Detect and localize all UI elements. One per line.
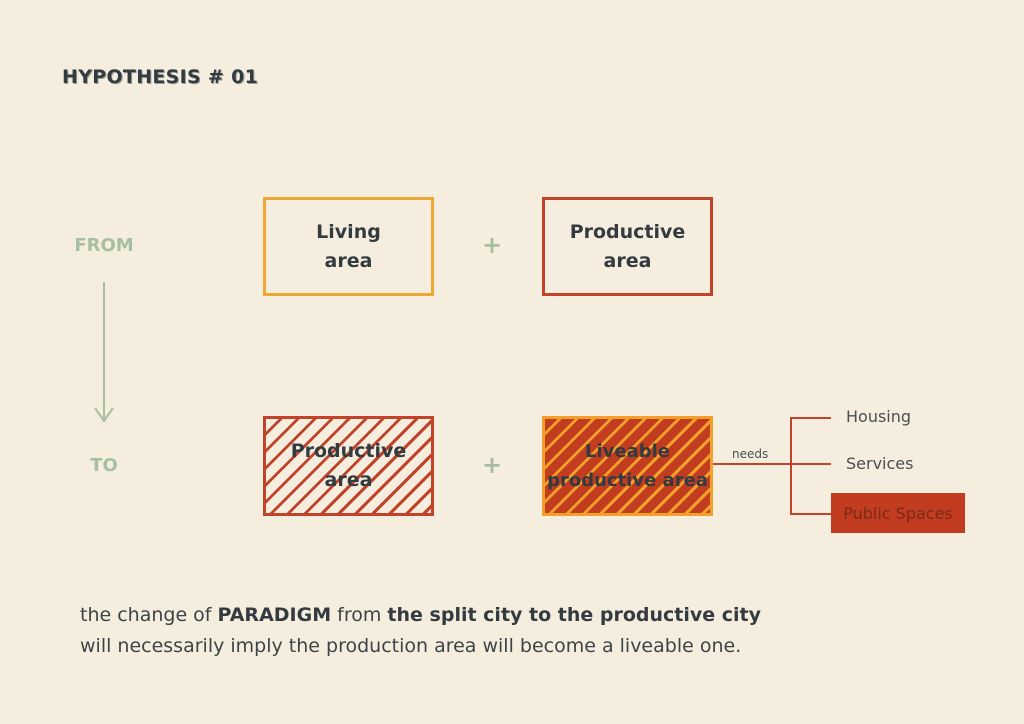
productive-area-box: Productive area	[542, 197, 713, 296]
connector-trunk	[790, 417, 792, 515]
caption-text: the change of	[80, 604, 218, 626]
connector-branch	[790, 463, 831, 465]
box-label: area	[324, 249, 373, 272]
caption-line-1: the change of PARADIGM from the split ci…	[80, 600, 761, 631]
connector-line	[713, 463, 792, 465]
productive-area-hatched-box: Productive area	[263, 416, 434, 516]
box-label: area	[603, 249, 652, 272]
need-label: Public Spaces	[843, 503, 953, 523]
caption-emphasis: PARADIGM	[217, 604, 332, 626]
living-area-box: Living area	[263, 197, 434, 296]
box-label: Productive	[290, 440, 407, 462]
needs-label: needs	[732, 447, 769, 461]
liveable-productive-area-box: Liveable productive area	[542, 416, 713, 516]
plus-icon: +	[482, 451, 503, 479]
plus-icon: +	[482, 231, 503, 259]
stage-from-label: FROM	[74, 235, 134, 256]
caption-text: from	[331, 604, 388, 626]
box-label: productive area	[547, 470, 708, 491]
caption-emphasis: the split city to the productive city	[387, 604, 762, 626]
connector-branch	[790, 513, 831, 515]
need-services: Services	[846, 454, 914, 473]
caption-line-2: will necessarily imply the production ar…	[80, 635, 742, 657]
page-title: HYPOTHESIS # 01	[62, 66, 259, 88]
box-label: Productive	[569, 220, 686, 243]
need-public-spaces: Public Spaces	[831, 493, 965, 533]
box-label: area	[324, 469, 373, 491]
box-label: Living	[316, 220, 381, 243]
need-housing: Housing	[846, 407, 912, 426]
arrow-down-icon	[94, 282, 114, 423]
connector-branch	[790, 417, 831, 419]
box-label: Liveable	[584, 441, 670, 462]
stage-to-label: TO	[90, 455, 118, 476]
caption: the change of PARADIGM from the split ci…	[80, 600, 761, 662]
